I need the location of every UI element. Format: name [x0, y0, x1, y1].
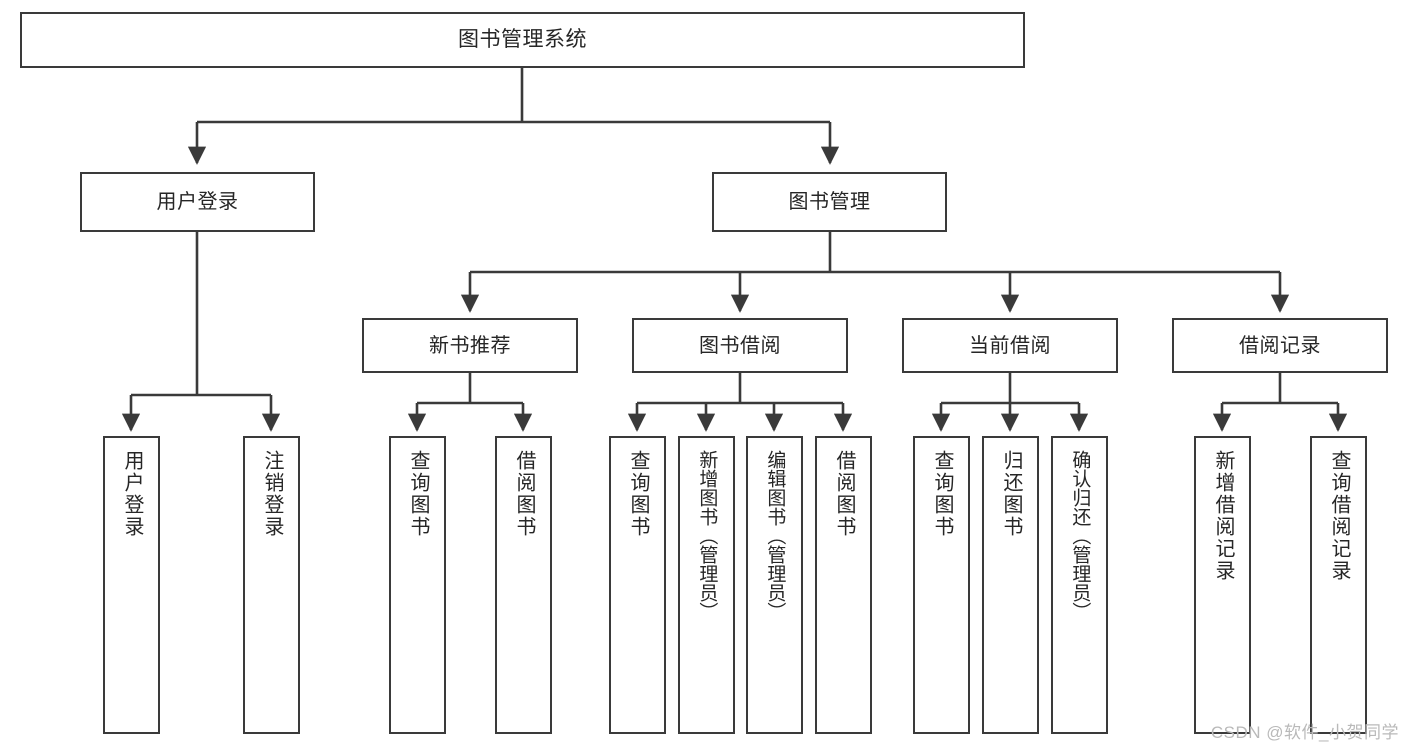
node-label: 新书推荐 [429, 334, 511, 357]
node-label: 查询图书 [627, 450, 649, 538]
node-label: 查询图书 [407, 450, 429, 538]
node-label: 当前借阅 [969, 334, 1051, 357]
node-label: 借阅图书 [833, 450, 855, 538]
node-label: 查询图书 [931, 450, 953, 538]
node-label: 新增借阅记录 [1212, 450, 1234, 582]
node-book-management-system[interactable]: 图书管理系统 [20, 12, 1025, 68]
node-book-management[interactable]: 图书管理 [712, 172, 947, 232]
node-label: 借阅图书 [513, 450, 535, 538]
leaf-logout[interactable]: 注销登录 [243, 436, 300, 734]
node-label: 新增图书（管理员） [696, 450, 718, 621]
node-label: 用户登录 [121, 450, 143, 538]
watermark: CSDN @软件_小贺同学 [1210, 723, 1399, 742]
node-label: 用户登录 [156, 191, 239, 213]
leaf-add-book-admin[interactable]: 新增图书（管理员） [678, 436, 735, 734]
node-label: 归还图书 [1000, 450, 1022, 538]
node-book-borrow[interactable]: 图书借阅 [632, 318, 848, 373]
leaf-query-book-current[interactable]: 查询图书 [913, 436, 970, 734]
leaf-query-book-recommend[interactable]: 查询图书 [389, 436, 446, 734]
node-label: 图书管理系统 [458, 28, 587, 52]
node-user-login[interactable]: 用户登录 [80, 172, 315, 232]
node-label: 图书借阅 [699, 334, 781, 357]
leaf-user-login[interactable]: 用户登录 [103, 436, 160, 734]
leaf-add-borrow-record[interactable]: 新增借阅记录 [1194, 436, 1251, 734]
node-label: 编辑图书（管理员） [764, 450, 786, 621]
leaf-query-borrow-record[interactable]: 查询借阅记录 [1310, 436, 1367, 734]
leaf-return-book[interactable]: 归还图书 [982, 436, 1039, 734]
node-label: 注销登录 [261, 450, 283, 538]
node-label: 借阅记录 [1239, 334, 1321, 357]
leaf-edit-book-admin[interactable]: 编辑图书（管理员） [746, 436, 803, 734]
node-label: 查询借阅记录 [1328, 450, 1350, 582]
node-new-book-recommend[interactable]: 新书推荐 [362, 318, 578, 373]
leaf-borrow-book-recommend[interactable]: 借阅图书 [495, 436, 552, 734]
leaf-confirm-return-admin[interactable]: 确认归还（管理员） [1051, 436, 1108, 734]
node-borrow-record[interactable]: 借阅记录 [1172, 318, 1388, 373]
leaf-borrow-book[interactable]: 借阅图书 [815, 436, 872, 734]
leaf-query-book-borrow[interactable]: 查询图书 [609, 436, 666, 734]
node-label: 图书管理 [788, 191, 871, 213]
node-current-borrow[interactable]: 当前借阅 [902, 318, 1118, 373]
node-label: 确认归还（管理员） [1069, 450, 1091, 621]
